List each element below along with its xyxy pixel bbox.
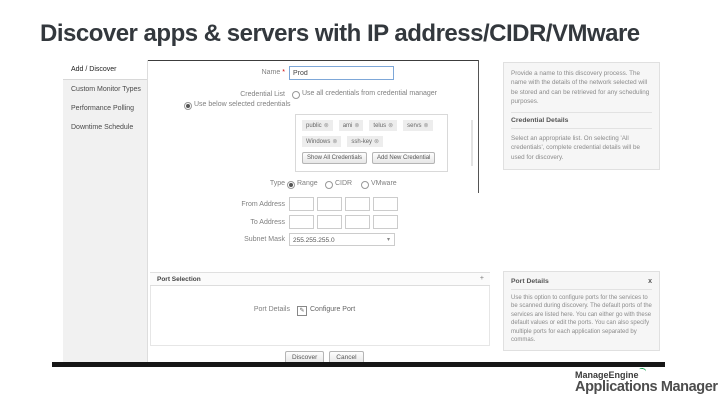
port-details-header: Port Details <box>511 278 549 285</box>
ip-octet-input[interactable] <box>289 215 314 229</box>
chip-row: public⊗ ami⊗ telus⊗ servs⊗ <box>302 120 447 131</box>
chip-label: servs <box>407 122 422 129</box>
credential-buttons-row: Show All Credentials Add New Credential <box>302 152 447 164</box>
add-new-credential-button[interactable]: Add New Credential <box>372 152 436 164</box>
chip-label: public <box>306 122 322 129</box>
form-actions: Discover Cancel <box>285 351 364 364</box>
ip-octet-input[interactable] <box>373 197 398 211</box>
chip-remove-icon[interactable]: ⊗ <box>332 139 338 145</box>
brand-name-text: ManageEngine <box>575 370 639 380</box>
sidebar-item-downtime-schedule[interactable]: Downtime Schedule <box>71 124 134 131</box>
credential-details-header: Credential Details <box>511 111 652 129</box>
configure-port-label[interactable]: Configure Port <box>310 306 356 313</box>
page-title: Discover apps & servers with IP address/… <box>40 20 640 47</box>
subnet-mask-label: Subnet Mask <box>244 236 285 243</box>
ip-octet-input[interactable] <box>289 197 314 211</box>
name-help-text: Provide a name to this discovery process… <box>511 70 650 106</box>
chip-label: ami <box>342 122 353 129</box>
subnet-mask-value: 255.255.255.0 <box>293 237 335 244</box>
subnet-mask-select[interactable]: 255.255.255.0 ▾ <box>289 233 395 246</box>
app-screenshot: Add / Discover Custom Monitor Types Perf… <box>60 60 661 364</box>
port-details-help-panel: Port Details x Use this option to config… <box>503 271 660 351</box>
crop-line-top <box>63 60 478 61</box>
radio-type-cidr[interactable] <box>325 181 333 189</box>
ip-octet-input[interactable] <box>373 215 398 229</box>
from-address-inputs <box>289 197 398 211</box>
close-icon[interactable]: x <box>648 278 652 285</box>
screenshot-bottom-edge <box>52 362 665 367</box>
radio-use-below-credentials[interactable] <box>184 102 192 110</box>
discover-button[interactable]: Discover <box>285 351 325 364</box>
port-help-text: Use this option to configure ports for t… <box>511 295 652 343</box>
chip-label: telus <box>373 122 387 129</box>
port-details-label: Port Details <box>253 306 290 313</box>
chip-remove-icon[interactable]: ⊗ <box>388 123 394 129</box>
credential-list-label: Credential List <box>240 91 285 98</box>
port-selection-title: Port Selection <box>157 276 201 283</box>
sidebar: Add / Discover Custom Monitor Types Perf… <box>63 60 148 362</box>
sidebar-item-performance-polling[interactable]: Performance Polling <box>71 105 135 112</box>
type-range-label: Range <box>297 180 318 187</box>
sidebar-item-custom-monitor-types[interactable]: Custom Monitor Types <box>71 86 141 93</box>
use-all-credentials-label: Use all credentials from credential mana… <box>302 90 438 97</box>
chip-remove-icon[interactable]: ⊗ <box>374 139 380 145</box>
type-label: Type <box>269 180 285 187</box>
brand-swoosh-icon <box>638 367 647 374</box>
port-selection-header[interactable]: Port Selection + <box>150 272 490 286</box>
brand-product: Applications Manager <box>575 379 718 395</box>
sidebar-item-add-discover[interactable]: Add / Discover <box>63 60 147 80</box>
chip-row: Windows⊗ ssh-key⊗ <box>302 136 447 147</box>
use-below-credentials-label: Use below selected credentials <box>194 101 291 108</box>
port-details-header-row: Port Details x <box>511 278 652 290</box>
port-selection-body <box>150 286 490 346</box>
radio-use-all-credentials[interactable] <box>292 91 300 99</box>
chip-label: ssh-key <box>351 138 373 145</box>
name-label-text: Name <box>261 69 281 76</box>
credential-chip[interactable]: public⊗ <box>302 120 333 131</box>
chip-label: Windows <box>306 138 331 145</box>
type-cidr-label: CIDR <box>335 180 353 187</box>
chip-remove-icon[interactable]: ⊗ <box>354 123 360 129</box>
radio-type-range[interactable] <box>287 181 295 189</box>
to-address-inputs <box>289 215 398 229</box>
credential-chip[interactable]: ssh-key⊗ <box>347 136 384 147</box>
brand-name: ManageEngine <box>575 367 718 380</box>
credential-chip[interactable]: Windows⊗ <box>302 136 342 147</box>
credential-chip[interactable]: servs⊗ <box>403 120 433 131</box>
to-address-label: To Address <box>250 219 285 226</box>
brand-logo: ManageEngine Applications Manager <box>575 367 718 395</box>
ip-octet-input[interactable] <box>345 215 370 229</box>
ip-octet-input[interactable] <box>317 197 342 211</box>
ip-octet-input[interactable] <box>317 215 342 229</box>
show-all-credentials-button[interactable]: Show All Credentials <box>302 152 368 164</box>
ip-octet-input[interactable] <box>345 197 370 211</box>
name-input[interactable] <box>289 66 394 80</box>
name-label: Name* <box>200 69 285 76</box>
collapse-toggle-icon[interactable]: + <box>479 275 484 282</box>
credential-chip[interactable]: telus⊗ <box>369 120 398 131</box>
name-help-panel: Provide a name to this discovery process… <box>503 62 660 170</box>
chip-remove-icon[interactable]: ⊗ <box>423 123 429 129</box>
credential-chip[interactable]: ami⊗ <box>338 120 364 131</box>
crop-line-right <box>478 60 479 193</box>
credential-chips-box: public⊗ ami⊗ telus⊗ servs⊗ Windows⊗ ssh-… <box>295 114 448 172</box>
chevron-down-icon: ▾ <box>386 237 390 243</box>
from-address-label: From Address <box>241 201 285 208</box>
configure-port-icon[interactable]: ✎ <box>297 306 307 316</box>
radio-type-vmware[interactable] <box>361 181 369 189</box>
credential-help-text: Select an appropriate list. On selecting… <box>511 134 640 161</box>
chips-scrollbar[interactable] <box>471 120 473 166</box>
type-vmware-label: VMware <box>371 180 397 187</box>
required-asterisk: * <box>282 69 285 76</box>
chip-remove-icon[interactable]: ⊗ <box>323 123 329 129</box>
